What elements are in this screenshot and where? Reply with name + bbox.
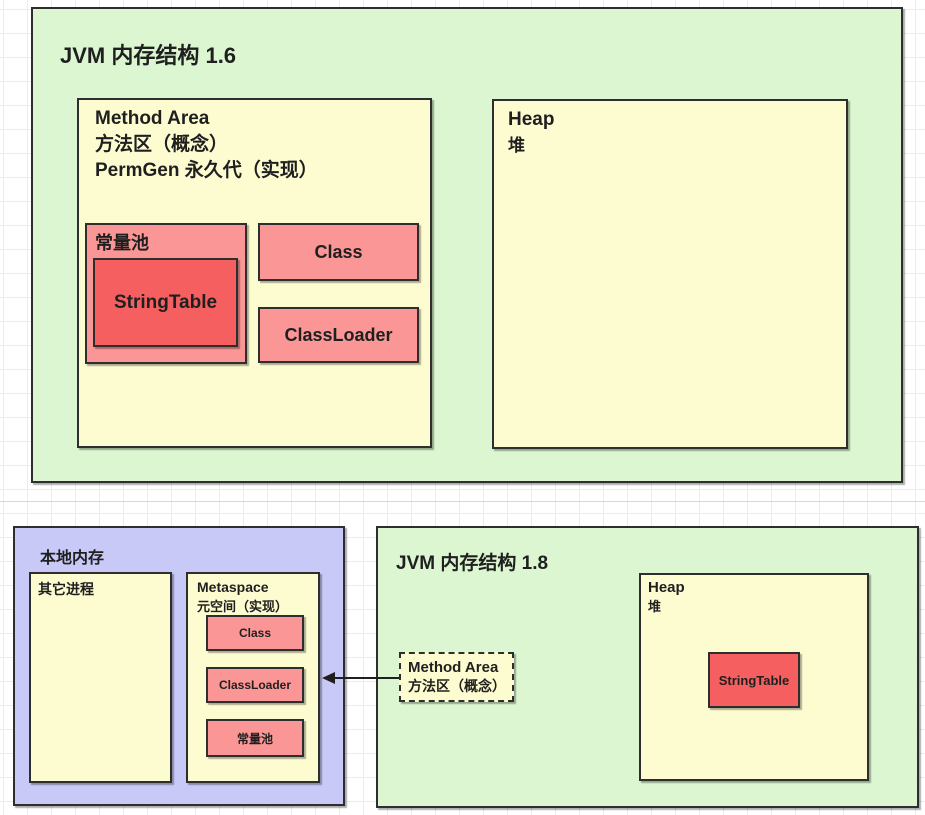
native-memory-container[interactable]: 本地内存 其它进程 Metaspace 元空间（实现） Class ClassL… xyxy=(13,526,345,806)
other-process-label: 其它进程 xyxy=(38,581,94,597)
metaspace-title-en: Metaspace xyxy=(197,579,269,595)
constant-pool-16-label: 常量池 xyxy=(95,233,149,253)
method-area-18-title-en: Method Area xyxy=(408,659,499,676)
class-16-label: Class xyxy=(314,241,363,262)
heap-16-title-en: Heap xyxy=(508,109,555,130)
string-table-18-box[interactable]: StringTable xyxy=(708,652,800,708)
other-process-box[interactable]: 其它进程 xyxy=(29,572,172,783)
jvm18-container[interactable]: JVM 内存结构 1.8 Method Area 方法区（概念） Heap 堆 … xyxy=(376,526,919,808)
method-area-to-metaspace-arrow[interactable] xyxy=(315,666,405,690)
heap-18-title-zh: 堆 xyxy=(648,599,662,614)
heap-16-box[interactable]: Heap 堆 xyxy=(492,99,848,449)
jvm16-title: JVM 内存结构 1.6 xyxy=(60,43,237,68)
metaspace-class-box[interactable]: Class xyxy=(206,615,304,651)
jvm16-container[interactable]: JVM 内存结构 1.6 Method Area 方法区（概念） PermGen… xyxy=(31,7,903,483)
method-area-16-title-zh: 方法区（概念） xyxy=(95,134,229,155)
metaspace-constant-pool-label: 常量池 xyxy=(236,731,273,746)
metaspace-classloader-box[interactable]: ClassLoader xyxy=(206,667,304,703)
class-16-box[interactable]: Class xyxy=(258,223,419,281)
heap-18-title-en: Heap xyxy=(648,579,685,596)
method-area-18-box[interactable]: Method Area 方法区（概念） xyxy=(399,652,514,702)
page-divider-line xyxy=(0,501,925,502)
string-table-16-label: StringTable xyxy=(113,291,218,313)
metaspace-constant-pool-box[interactable]: 常量池 xyxy=(206,719,304,757)
string-table-18-label: StringTable xyxy=(718,672,790,688)
classloader-16-box[interactable]: ClassLoader xyxy=(258,307,419,363)
metaspace-class-label: Class xyxy=(238,626,272,640)
metaspace-classloader-label: ClassLoader xyxy=(218,678,292,692)
method-area-16-box[interactable]: Method Area 方法区（概念） PermGen 永久代（实现） 常量池 … xyxy=(77,98,432,448)
method-area-18-title-zh: 方法区（概念） xyxy=(408,678,506,694)
method-area-16-impl: PermGen 永久代（实现） xyxy=(95,160,318,181)
classloader-16-label: ClassLoader xyxy=(284,324,393,345)
heap-18-box[interactable]: Heap 堆 StringTable xyxy=(639,573,869,781)
jvm18-title: JVM 内存结构 1.8 xyxy=(396,553,549,574)
constant-pool-16-box[interactable]: 常量池 StringTable xyxy=(85,223,247,364)
native-memory-title: 本地内存 xyxy=(40,550,105,567)
metaspace-box[interactable]: Metaspace 元空间（实现） Class ClassLoader 常量池 xyxy=(186,572,320,783)
string-table-16-box[interactable]: StringTable xyxy=(93,258,238,347)
heap-16-title-zh: 堆 xyxy=(508,136,525,155)
metaspace-title-zh: 元空间（实现） xyxy=(197,599,289,614)
method-area-16-title-en: Method Area xyxy=(95,108,210,129)
